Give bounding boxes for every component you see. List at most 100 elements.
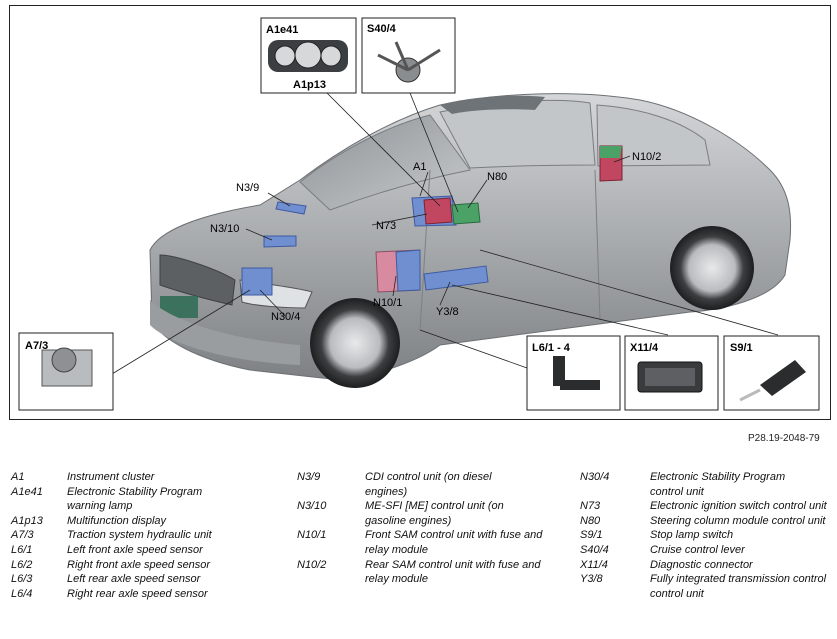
- module-y3-8: [423, 265, 489, 291]
- label-n10-1: N10/1: [373, 297, 402, 309]
- legend-item: A7/3 Traction system hydraulic unit: [11, 528, 281, 543]
- car-sunroof: [440, 95, 545, 114]
- legend-code: N30/4: [580, 471, 610, 483]
- legend-item: N3/10 ME-SFI [ME] control unit (on gasoli…: [297, 499, 572, 528]
- label-s9-1: S9/1: [730, 342, 753, 354]
- legend-desc: Stop lamp switch: [650, 529, 734, 542]
- legend-item: X11/4 Diagnostic connector: [580, 558, 830, 573]
- label-a1e41: A1e41: [266, 24, 298, 36]
- label-n30-4: N30/4: [271, 311, 300, 323]
- label-y3-8: Y3/8: [436, 306, 459, 318]
- legend-item: N80 Steering column module control unit: [580, 514, 830, 529]
- legend-desc: Diagnostic connector: [650, 558, 753, 571]
- car-grille: [159, 254, 236, 306]
- legend-desc: Steering column module control unit: [650, 514, 826, 527]
- legend-code: N80: [580, 514, 601, 527]
- car-plate: [160, 296, 198, 318]
- label-n3-9: N3/9: [236, 182, 259, 194]
- module-n73: [423, 197, 453, 225]
- legend-item: S40/4 Cruise control lever: [580, 543, 830, 558]
- legend-code: N3/9: [297, 471, 321, 483]
- legend-item: L6/4 Right rear axle speed sensor: [11, 587, 281, 602]
- car-bumper: [150, 300, 300, 365]
- legend-desc: Right rear axle speed sensor: [67, 587, 208, 600]
- inset-hydraulic-unit: [18, 332, 114, 411]
- legend-desc: Traction system hydraulic unit: [67, 529, 212, 542]
- legend-code: N73: [580, 500, 601, 513]
- component-location-diagram: A1e41 A1p13 S40/4 A1 N80 N3/9 N73 N10/2 …: [18, 17, 820, 411]
- front-wheel: [310, 298, 400, 388]
- legend-item: N73 Electronic ignition switch control un…: [580, 499, 830, 514]
- legend-code: N3/10: [297, 500, 327, 513]
- legend-desc: Multifunction display: [67, 514, 167, 527]
- legend-desc: Rear SAM control unit with fuse and rela…: [365, 558, 541, 586]
- legend-code: X11/4: [580, 558, 608, 571]
- inset-stop-lamp-switch: [723, 335, 820, 411]
- legend-code: Y3/8: [580, 573, 603, 586]
- inset-speed-sensor: [526, 335, 621, 411]
- label-a1p13: A1p13: [293, 79, 326, 91]
- legend-code: L6/3: [11, 573, 33, 586]
- legend-desc: CDI control unit (on diesel engines): [365, 471, 492, 498]
- legend-code: N10/1: [297, 529, 327, 542]
- car-windshield: [299, 114, 471, 211]
- legend-desc: Cruise control lever: [650, 543, 745, 556]
- legend-item: L6/1 Left front axle speed sensor: [11, 543, 281, 558]
- reference-code: P28.19-2048-79: [748, 433, 820, 444]
- legend-desc: Left rear axle speed sensor: [67, 573, 201, 586]
- legend-desc: Instrument cluster: [67, 471, 155, 483]
- module-n80: [451, 202, 481, 225]
- label-n3-10: N3/10: [210, 223, 239, 235]
- car-rear-window: [596, 104, 711, 167]
- label-x11-4: X11/4: [630, 342, 659, 354]
- label-n10-2: N10/2: [632, 151, 661, 163]
- legend-item: A1p13 Multifunction display: [11, 514, 281, 529]
- inset-instrument-cluster: [260, 17, 357, 94]
- legend-desc: Front SAM control unit with fuse and rel…: [365, 529, 543, 556]
- legend-item: L6/3 Left rear axle speed sensor: [11, 572, 281, 587]
- legend-item: L6/2 Right front axle speed sensor: [11, 558, 281, 573]
- legend-code: L6/2: [11, 558, 33, 571]
- module-n3-9: [275, 201, 307, 215]
- module-n10-2-b: [600, 146, 622, 158]
- legend-item: A1 Instrument cluster: [11, 470, 281, 485]
- legend-code: L6/1: [11, 543, 33, 556]
- legend-code: S9/1: [580, 529, 603, 542]
- legend-code: N10/2: [297, 558, 327, 571]
- car-illustration: [149, 93, 792, 388]
- label-s40-4: S40/4: [367, 23, 397, 35]
- legend-item: A1e41 Electronic Stability Program warnin…: [11, 485, 281, 514]
- legend-item: S9/1 Stop lamp switch: [580, 528, 830, 543]
- inset-cruise-lever: [361, 17, 456, 94]
- module-n10-1-b: [395, 249, 421, 292]
- label-a7-3: A7/3: [25, 340, 48, 352]
- legend-code: A7/3: [11, 529, 34, 542]
- legend-item: N3/9 CDI control unit (on diesel engines): [297, 470, 572, 499]
- legend-column-2: N3/9 CDI control unit (on diesel engines)…: [297, 470, 572, 587]
- legend-code: L6/4: [11, 587, 33, 600]
- legend-code: S40/4: [580, 543, 609, 556]
- legend-item: N10/1 Front SAM control unit with fuse an…: [297, 528, 572, 557]
- callout-labels: A1e41 A1p13 S40/4 A1 N80 N3/9 N73 N10/2 …: [25, 23, 753, 354]
- legend-desc: Right front axle speed sensor: [67, 558, 211, 571]
- legend-code: A1: [11, 471, 25, 483]
- legend-desc: Left front axle speed sensor: [67, 543, 203, 556]
- label-l6-1-4: L6/1 - 4: [532, 342, 571, 354]
- legend-desc: Electronic ignition switch control unit: [650, 500, 827, 513]
- legend-column-3: N30/4 Electronic Stability Program contro…: [580, 470, 830, 601]
- legend-code: A1e41: [11, 485, 43, 498]
- label-a1: A1: [413, 161, 426, 173]
- legend-code: A1p13: [11, 514, 43, 527]
- label-n73: N73: [376, 220, 396, 232]
- legend-desc: Electronic Stability Program warning lam…: [67, 485, 203, 513]
- legend-column-1: A1 Instrument cluster A1e41 Electronic Sta…: [11, 470, 281, 601]
- legend-desc: ME-SFI [ME] control unit (on gasoline en…: [365, 500, 504, 527]
- leader-lines: [111, 67, 779, 375]
- rear-wheel: [670, 226, 754, 310]
- label-n80: N80: [487, 171, 507, 183]
- inset-diagnostic-connector: [624, 335, 719, 411]
- legend-desc: Electronic Stability Program control uni…: [650, 471, 786, 498]
- module-n3-10: [263, 235, 297, 248]
- control-units: [241, 145, 623, 296]
- legend-item: N30/4 Electronic Stability Program contro…: [580, 470, 830, 499]
